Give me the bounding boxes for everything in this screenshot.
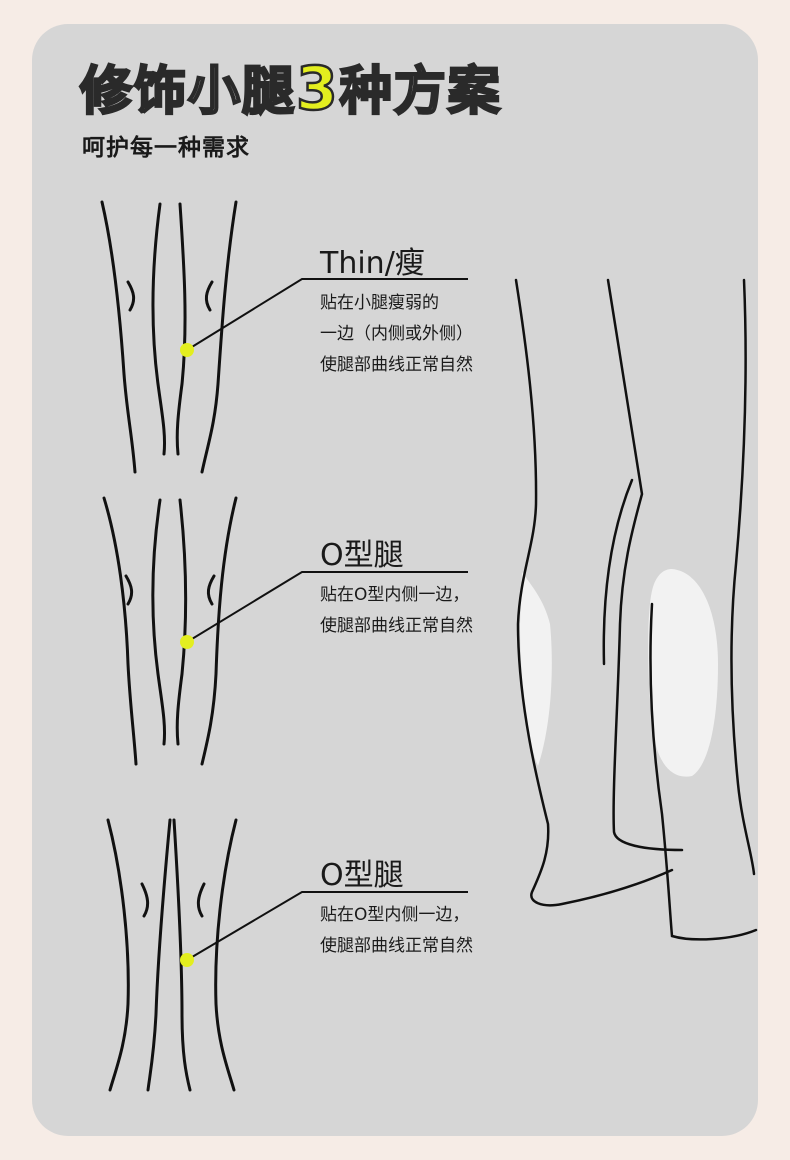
patch-dot-thin bbox=[180, 343, 194, 357]
callout-lines bbox=[186, 278, 468, 961]
option-desc-line: 使腿部曲线正常自然 bbox=[320, 355, 473, 375]
patch-markers bbox=[180, 343, 194, 967]
page-title: 修饰小腿3种方案 bbox=[79, 53, 502, 126]
title-number: 3 bbox=[295, 53, 340, 126]
content-card: 修饰小腿3种方案 呵护每一种需求 bbox=[32, 24, 758, 1136]
option-heading-o-type-2: O型腿 bbox=[320, 858, 404, 893]
option-heading-thin: Thin/瘦 bbox=[320, 246, 425, 281]
leg-diagram-o-type-1 bbox=[102, 496, 238, 766]
leg-diagram-thin bbox=[100, 200, 238, 474]
option-desc-line: 贴在O型内侧一边， bbox=[320, 585, 470, 605]
option-desc-thin: 贴在小腿瘦弱的 一边（内侧或外侧） 使腿部曲线正常自然 bbox=[320, 288, 473, 381]
patch-dot-o-type-2 bbox=[180, 953, 194, 967]
title-part2: 种方案 bbox=[339, 61, 502, 124]
option-desc-line: 使腿部曲线正常自然 bbox=[320, 616, 473, 636]
option-desc-line: 贴在O型内侧一边， bbox=[320, 905, 470, 925]
leg-diagram-o-type-2 bbox=[106, 818, 238, 1092]
title-part1: 修饰小腿 bbox=[79, 61, 297, 124]
illustration bbox=[100, 200, 758, 1092]
option-desc-line: 贴在小腿瘦弱的 bbox=[320, 293, 439, 313]
option-desc-line: 一边（内侧或外侧） bbox=[320, 324, 473, 344]
option-desc-o-type-1: 贴在O型内侧一边， 使腿部曲线正常自然 bbox=[320, 580, 473, 642]
page-subtitle: 呵护每一种需求 bbox=[82, 135, 250, 161]
option-heading-o-type-1: O型腿 bbox=[320, 538, 404, 573]
patch-dot-o-type-1 bbox=[180, 635, 194, 649]
option-desc-o-type-2: 贴在O型内侧一边， 使腿部曲线正常自然 bbox=[320, 900, 473, 962]
legs-with-pads bbox=[514, 278, 758, 941]
option-desc-line: 使腿部曲线正常自然 bbox=[320, 936, 473, 956]
